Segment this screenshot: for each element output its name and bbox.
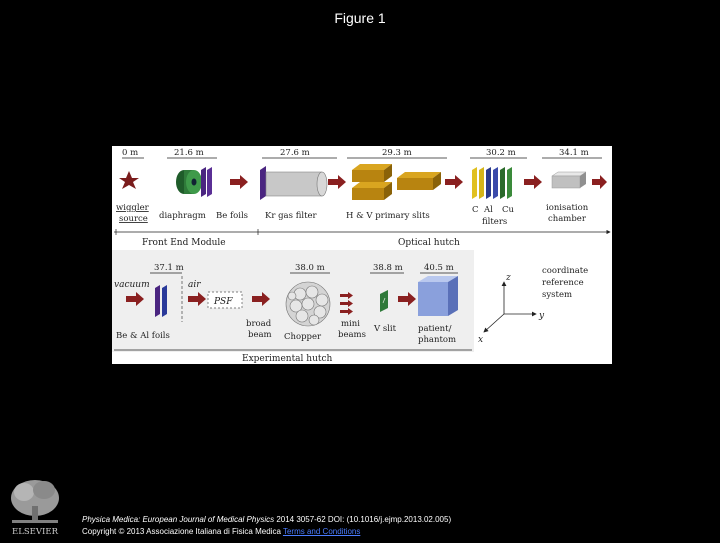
v-slit-label: V slit — [373, 324, 397, 334]
citation-details: 2014 3057-62 DOI: (10.1016/j.ejmp.2013.0… — [276, 515, 452, 524]
filter-cu-label: Cu — [502, 205, 515, 215]
hv-slits-icon — [352, 164, 441, 200]
journal-name: Physica Medica: European Journal of Medi… — [82, 515, 275, 524]
coord-label-line1: coordinate — [542, 266, 588, 276]
component-labels-bottom: Be & Al foils broad beam Chopper mini be… — [116, 319, 456, 345]
distance-label-diaphragm: 21.6 m — [174, 148, 204, 158]
vacuum-label: vacuum — [114, 280, 150, 290]
beam-arrow-icon — [126, 292, 144, 306]
citation-line-1: Physica Medica: European Journal of Medi… — [82, 514, 451, 526]
component-labels-top: wiggler source diaphragm Be foils Kr gas… — [116, 203, 589, 227]
axis-z-label: z — [505, 273, 511, 283]
section-divider: Front End Module Optical hutch — [114, 229, 611, 248]
citation-line-2: Copyright © 2013 Associazione Italiana d… — [82, 526, 451, 538]
kr-gas-filter-icon — [260, 166, 328, 200]
elsevier-logo: ELSEVIER — [6, 476, 64, 538]
v-slit-icon — [380, 290, 388, 312]
citation-block: Physica Medica: European Journal of Medi… — [82, 514, 451, 538]
patient-label-line1: patient/ — [418, 324, 452, 334]
chamber-label-line2: chamber — [548, 214, 587, 224]
wiggler-label-line2: source — [119, 214, 148, 224]
coord-label-line3: system — [542, 290, 572, 300]
broad-beam-label-line2: beam — [248, 330, 272, 340]
filter-c-label: C — [472, 205, 479, 215]
beam-arrow-icon — [592, 175, 607, 189]
beam-arrow-icon — [524, 175, 542, 189]
filter-al-label: Al — [483, 205, 493, 215]
be-foils-icon — [201, 167, 212, 197]
beam-arrow-icon — [252, 292, 270, 306]
be-al-foils-label: Be & Al foils — [116, 331, 170, 341]
beam-arrow-icon — [445, 175, 463, 189]
wiggler-label-line1: wiggler — [116, 203, 150, 213]
diaphragm-label: diaphragm — [159, 211, 206, 221]
chopper-label: Chopper — [284, 332, 322, 342]
axis-x-label: x — [478, 335, 483, 345]
distance-label-wiggler: 0 m — [122, 148, 138, 158]
distance-markers-bottom: 37.1 m 38.0 m 38.8 m 40.5 m — [150, 263, 458, 274]
coordinate-system-label: coordinate reference system — [542, 266, 588, 300]
optical-hutch-label: Optical hutch — [398, 238, 460, 248]
experimental-hutch-divider: Experimental hutch — [114, 349, 472, 364]
beam-arrow-icon — [230, 175, 248, 189]
coordinate-axes — [483, 281, 537, 333]
distance-label-kr-filter: 27.6 m — [280, 148, 310, 158]
mini-beams-label-line1: mini — [341, 319, 360, 329]
slide-title: Figure 1 — [334, 10, 386, 26]
mini-beams-icon — [340, 292, 353, 315]
mini-beams-label-line2: beams — [338, 330, 366, 340]
axis-y-label: y — [538, 311, 545, 321]
distance-label-v-slit: 38.8 m — [373, 263, 403, 273]
distance-label-chamber: 34.1 m — [559, 148, 589, 158]
psf-box: PSF — [207, 291, 243, 309]
patient-label-line2: phantom — [418, 335, 456, 345]
publisher-name: ELSEVIER — [12, 527, 59, 537]
be-al-foils-icon — [155, 285, 167, 317]
filters-icon — [472, 167, 512, 199]
ionisation-chamber-icon — [551, 171, 587, 189]
beam-arrow-icon — [398, 292, 416, 306]
chamber-label-line1: ionisation — [546, 203, 589, 213]
experimental-hutch-label: Experimental hutch — [242, 354, 333, 364]
copyright-text: Copyright © 2013 Associazione Italiana d… — [82, 527, 281, 536]
coord-label-line2: reference — [542, 278, 584, 288]
distance-label-slits: 29.3 m — [382, 148, 412, 158]
broad-beam-label-line1: broad — [246, 319, 272, 329]
diaphragm-icon — [176, 170, 202, 194]
beam-arrow-icon — [328, 175, 346, 189]
air-label: air — [188, 280, 201, 290]
beamline-figure: 0 m 21.6 m 27.6 m 29.3 m 30.2 m 34.1 m — [112, 146, 612, 364]
beam-arrow-icon — [188, 292, 206, 306]
front-end-module-label: Front End Module — [142, 238, 226, 248]
terms-link[interactable]: Terms and Conditions — [282, 527, 361, 536]
distance-label-foils: 37.1 m — [154, 263, 184, 273]
be-foils-label: Be foils — [216, 211, 248, 221]
distance-markers-top: 0 m 21.6 m 27.6 m 29.3 m 30.2 m 34.1 m — [122, 148, 602, 159]
patient-phantom-icon — [418, 276, 458, 316]
distance-label-chopper: 38.0 m — [295, 263, 325, 273]
psf-label: PSF — [213, 297, 233, 307]
distance-label-filters: 30.2 m — [486, 148, 516, 158]
chopper-icon — [285, 281, 331, 327]
kr-gas-filter-label: Kr gas filter — [265, 211, 318, 221]
distance-label-patient: 40.5 m — [424, 263, 454, 273]
hv-slits-label: H & V primary slits — [346, 211, 430, 221]
filters-label: filters — [482, 217, 507, 227]
wiggler-source-star-icon — [119, 171, 139, 189]
